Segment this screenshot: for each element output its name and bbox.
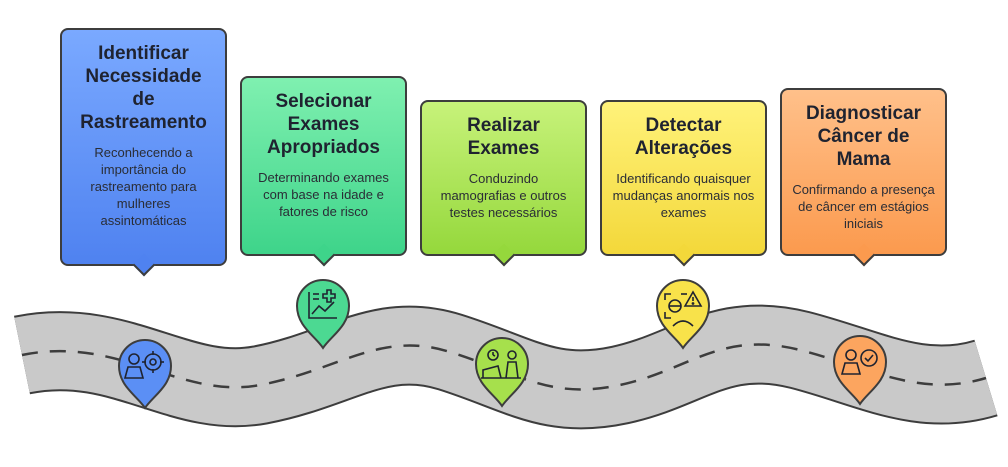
patient-exam-icon: [481, 349, 521, 379]
woman-check-icon: [840, 349, 878, 375]
step-card-3: Realizar Exames Conduzindo mamografias e…: [420, 100, 587, 267]
woman-target-icon: [123, 351, 164, 379]
step-card-5: Diagnosticar Câncer de Mama Confirmando …: [780, 88, 947, 267]
step-description: Confirmando a presença de câncer em está…: [792, 182, 935, 231]
step-card-1: Identificar Necessidade de Rastreamento …: [60, 28, 227, 277]
step-card-2: Selecionar Exames Apropriados Determinan…: [240, 76, 407, 267]
marker-3: [474, 337, 530, 408]
marker-5: [832, 335, 888, 406]
step-title: Diagnosticar Câncer de Mama: [805, 103, 922, 170]
step-title: Detectar Alterações: [634, 115, 733, 159]
medical-chart-icon: [308, 289, 337, 319]
step-description: Reconhecendo a importância do rastreamen…: [90, 145, 197, 228]
step-title: Identificar Necessidade de Rastreamento: [80, 43, 207, 133]
step-description: Conduzindo mamografias e outros testes n…: [440, 171, 567, 220]
marker-2: [295, 279, 351, 350]
marker-4: [655, 279, 711, 350]
step-title: Realizar Exames: [467, 115, 540, 159]
marker-1: [117, 339, 173, 410]
step-description: Determinando exames com base na idade e …: [258, 170, 389, 219]
step-card-4: Detectar Alterações Identificando quaisq…: [600, 100, 767, 267]
scan-alert-icon: [664, 290, 703, 327]
step-description: Identificando quaisquer mudanças anormai…: [612, 171, 755, 220]
step-title: Selecionar Exames Apropriados: [267, 91, 380, 158]
